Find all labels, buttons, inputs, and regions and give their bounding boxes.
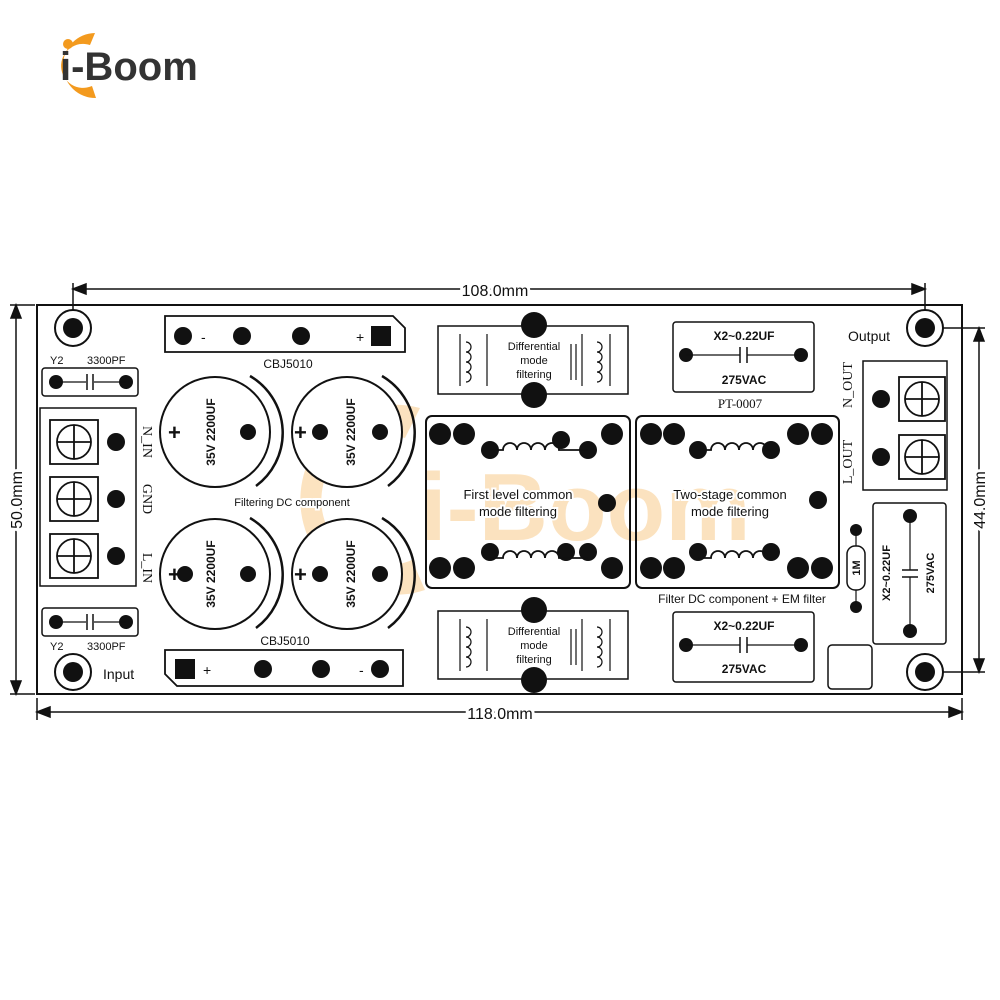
output-label: Output (848, 328, 890, 344)
label-n-out: N_OUT (841, 362, 856, 408)
resistor-1m (846, 524, 866, 613)
x2-top-voltage: 275VAC (722, 373, 767, 387)
diff-top-line1: Differential (508, 341, 560, 353)
terminal-screw-1-icon (49, 419, 99, 465)
cap2-plus: + (294, 420, 307, 445)
second-cm-line2: mode filtering (691, 504, 769, 519)
first-cm-line2: mode filtering (479, 504, 557, 519)
label-gnd: GND (139, 484, 154, 514)
cap3-plus: + (168, 562, 181, 587)
input-terminal-block (39, 407, 137, 587)
bridge-rectifier-bottom (164, 649, 404, 687)
diff-top-line2: mode (520, 355, 548, 367)
bridge-bottom-label: CBJ5010 (260, 634, 310, 648)
bridge-top-minus: - (201, 329, 206, 345)
bridge-bottom-minus: - (359, 662, 364, 678)
cap1-label: 35V 2200UF (204, 398, 218, 465)
y2-capacitor-top: Y2 3300PF (41, 355, 139, 397)
x2-capacitor-top (672, 321, 815, 393)
first-cm-line1: First level common (463, 487, 572, 502)
input-label: Input (103, 666, 134, 682)
electrolytic-capacitor-1: + 35V 2200UF (159, 374, 284, 488)
y2-bottom-name: Y2 (50, 641, 63, 653)
watermark-text: i-Boom (420, 454, 751, 561)
output-screw-2-icon (898, 434, 946, 480)
x2-capacitor-bottom (672, 611, 815, 683)
y2-top-name: Y2 (50, 355, 63, 367)
dim-left-label: 50.0mm (9, 471, 26, 529)
y2-top-value: 3300PF (87, 355, 126, 367)
x2-top-name: X2~0.22UF (713, 329, 774, 343)
cap1-plus: + (168, 420, 181, 445)
diff-top-line3: filtering (516, 369, 551, 381)
square-pad (827, 644, 873, 690)
mounting-holes (54, 309, 944, 691)
mounting-hole-top-right (906, 309, 944, 347)
logo-dot-icon (63, 39, 73, 49)
diff-bottom-line1: Differential (508, 626, 560, 638)
terminal-screw-2-icon (49, 476, 99, 522)
output-terminal-block (862, 360, 948, 491)
filter-dc-em-label: Filter DC component + EM filter (658, 592, 826, 606)
x2-vertical-voltage: 275VAC (925, 553, 937, 594)
electrolytic-capacitor-2: + 35V 2200UF (291, 374, 416, 488)
differential-choke-top (437, 312, 629, 408)
filtering-dc-label: Filtering DC component (234, 497, 350, 509)
common-mode-choke-first (425, 415, 631, 589)
board-outline (36, 304, 963, 695)
cap3-label: 35V 2200UF (204, 540, 218, 607)
brand-logo: i-Boom (60, 33, 198, 99)
cap4-plus: + (294, 562, 307, 587)
mounting-hole-top-left (54, 309, 92, 347)
x2-capacitor-vertical (872, 502, 947, 645)
electrolytic-capacitor-4: + 35V 2200UF (291, 516, 416, 630)
dim-top-label: 108.0mm (462, 283, 529, 300)
differential-choke-bottom (437, 597, 629, 693)
pt-label: PT-0007 (718, 396, 763, 411)
y2-capacitor-bottom: Y2 3300PF (41, 607, 139, 653)
bridge-bottom-plus: + (203, 662, 211, 678)
bridge-top-label: CBJ5010 (263, 357, 313, 371)
dimension-lines (9, 282, 986, 720)
label-l-out: L_OUT (841, 439, 856, 484)
bridge-rectifier-top (164, 315, 406, 353)
diff-bottom-line2: mode (520, 640, 548, 652)
cap2-label: 35V 2200UF (344, 398, 358, 465)
y2-bottom-value: 3300PF (87, 641, 126, 653)
brand-name: i-Boom (60, 45, 198, 89)
electrolytic-capacitor-3: + 35V 2200UF (159, 516, 284, 630)
label-n-in: N_IN (139, 426, 154, 458)
x2-bottom-name: X2~0.22UF (713, 619, 774, 633)
diff-bottom-line3: filtering (516, 654, 551, 666)
dim-right-label: 44.0mm (972, 471, 989, 529)
dim-bottom-label: 118.0mm (467, 706, 533, 723)
common-mode-choke-second (635, 415, 840, 589)
x2-bottom-voltage: 275VAC (722, 662, 767, 676)
output-screw-1-icon (898, 376, 946, 422)
mounting-hole-bottom-left (54, 653, 92, 691)
terminal-screw-3-icon (49, 533, 99, 579)
logo-swoosh-icon (61, 33, 96, 99)
mounting-hole-bottom-right (906, 653, 944, 691)
resistor-label: 1M (851, 560, 863, 575)
cap4-label: 35V 2200UF (344, 540, 358, 607)
x2-vertical-name: X2~0.22UF (881, 545, 893, 601)
label-l-in: L_IN (139, 553, 154, 583)
second-cm-line1: Two-stage common (673, 487, 786, 502)
bridge-top-plus: + (356, 329, 364, 345)
